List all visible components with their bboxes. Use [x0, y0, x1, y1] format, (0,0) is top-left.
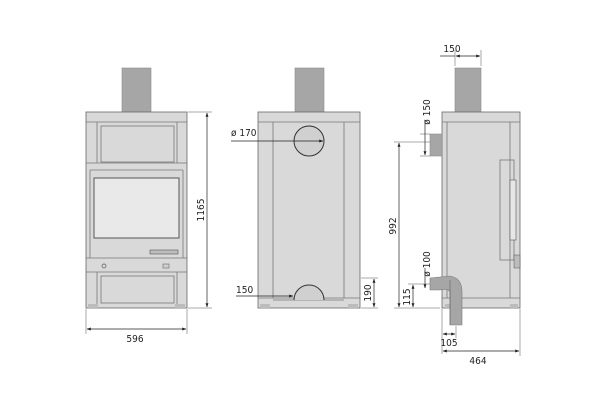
front-width-label: 596: [126, 334, 143, 345]
front-flue-pipe: [121, 67, 152, 114]
front-view: 1165 596: [85, 67, 212, 345]
side-stove-body: [441, 111, 521, 309]
front-glass-door: [93, 177, 180, 239]
back-view: ø 170 150 190: [231, 67, 378, 309]
back-bottom-height-label: 190: [363, 284, 374, 301]
front-height-label: 1165: [196, 199, 207, 222]
back-bottom-outlet-label: 150: [236, 285, 253, 296]
side-bottom-outlet-label: ø 100: [422, 251, 433, 277]
front-top-panel: [100, 125, 175, 163]
side-top-outlet-label: ø 150: [422, 99, 433, 125]
side-outlet-height-label: 992: [388, 217, 399, 234]
front-door-handle: [149, 249, 179, 255]
back-bottom-outlet: [293, 284, 325, 301]
side-flue-pipe: [454, 67, 482, 114]
side-bottom-height-label: 115: [402, 288, 413, 305]
side-top-pipe-width-label: 150: [443, 44, 460, 55]
back-flue-pipe: [294, 67, 325, 114]
side-bottom-offset-label: 105: [440, 338, 457, 349]
side-top-outlet: [429, 133, 443, 157]
side-depth-label: 464: [469, 356, 486, 367]
side-view: 150 ø 150 992 ø 100 115 105 464: [388, 44, 521, 367]
back-top-outlet-label: ø 170: [231, 128, 257, 139]
front-knob-icon: [101, 263, 107, 269]
